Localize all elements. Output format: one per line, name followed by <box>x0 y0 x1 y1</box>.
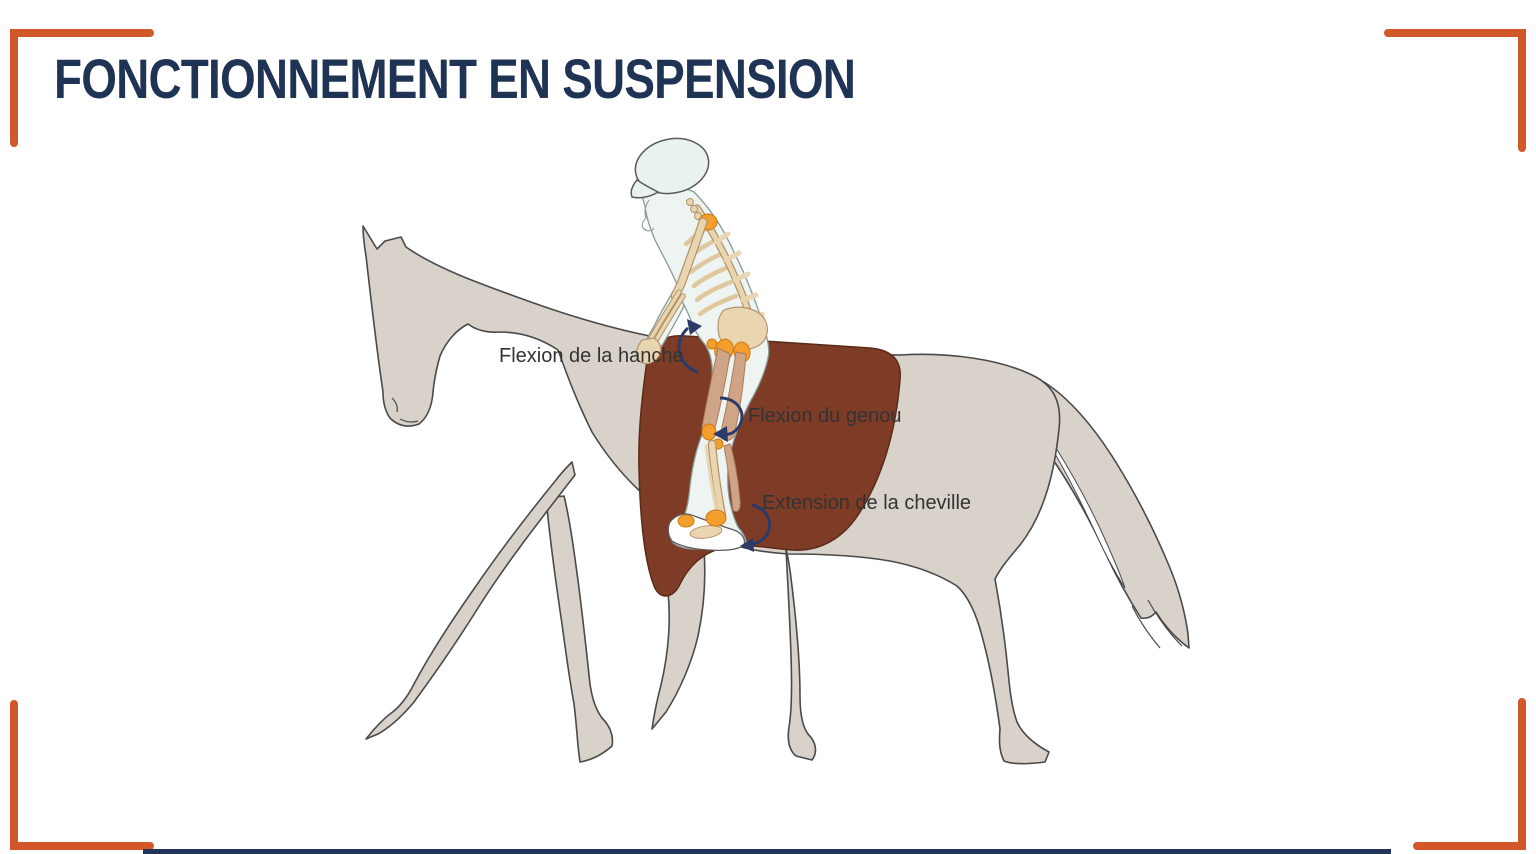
horse-tail-strands <box>1131 599 1183 649</box>
horse-leg-front-near <box>365 461 576 740</box>
thigh-muscles <box>701 347 747 441</box>
label-knee-flexion: Flexion du genou <box>748 405 902 427</box>
corner-bracket-bottom-right <box>1413 698 1526 850</box>
horse-tail <box>1013 381 1190 649</box>
horse-nostril <box>391 397 419 423</box>
knee-rotation-arrow-icon <box>713 396 744 442</box>
rider-figure <box>630 137 770 551</box>
page-title: FONCTIONNEMENT EN SUSPENSION <box>54 47 856 110</box>
horse-tail-slit <box>1053 446 1126 589</box>
ankle-joint-orange <box>677 509 727 528</box>
label-hip-flexion: Flexion de la hanche <box>499 345 684 367</box>
rider-hand <box>635 337 662 365</box>
label-ankle-extension: Extension de la cheville <box>762 492 972 514</box>
foot-bones <box>689 525 723 539</box>
rider-helmet <box>630 137 710 199</box>
corner-bracket-top-left <box>10 29 154 147</box>
rider-pelvis <box>717 306 768 351</box>
corner-bracket-bottom-left <box>10 700 154 850</box>
bottom-accent-bar <box>143 849 1391 854</box>
rider-arm-bones <box>647 217 708 345</box>
corner-bracket-top-right <box>1384 29 1526 152</box>
tibia-bone <box>704 439 727 521</box>
ankle-rotation-arrow-icon <box>740 503 771 552</box>
calf-muscle <box>723 443 741 513</box>
horse-leg-hind-near <box>784 545 817 761</box>
rider-face-outline <box>641 199 655 232</box>
hip-rotation-arrow-icon <box>677 319 702 374</box>
horse-leg-front-far <box>545 495 614 763</box>
